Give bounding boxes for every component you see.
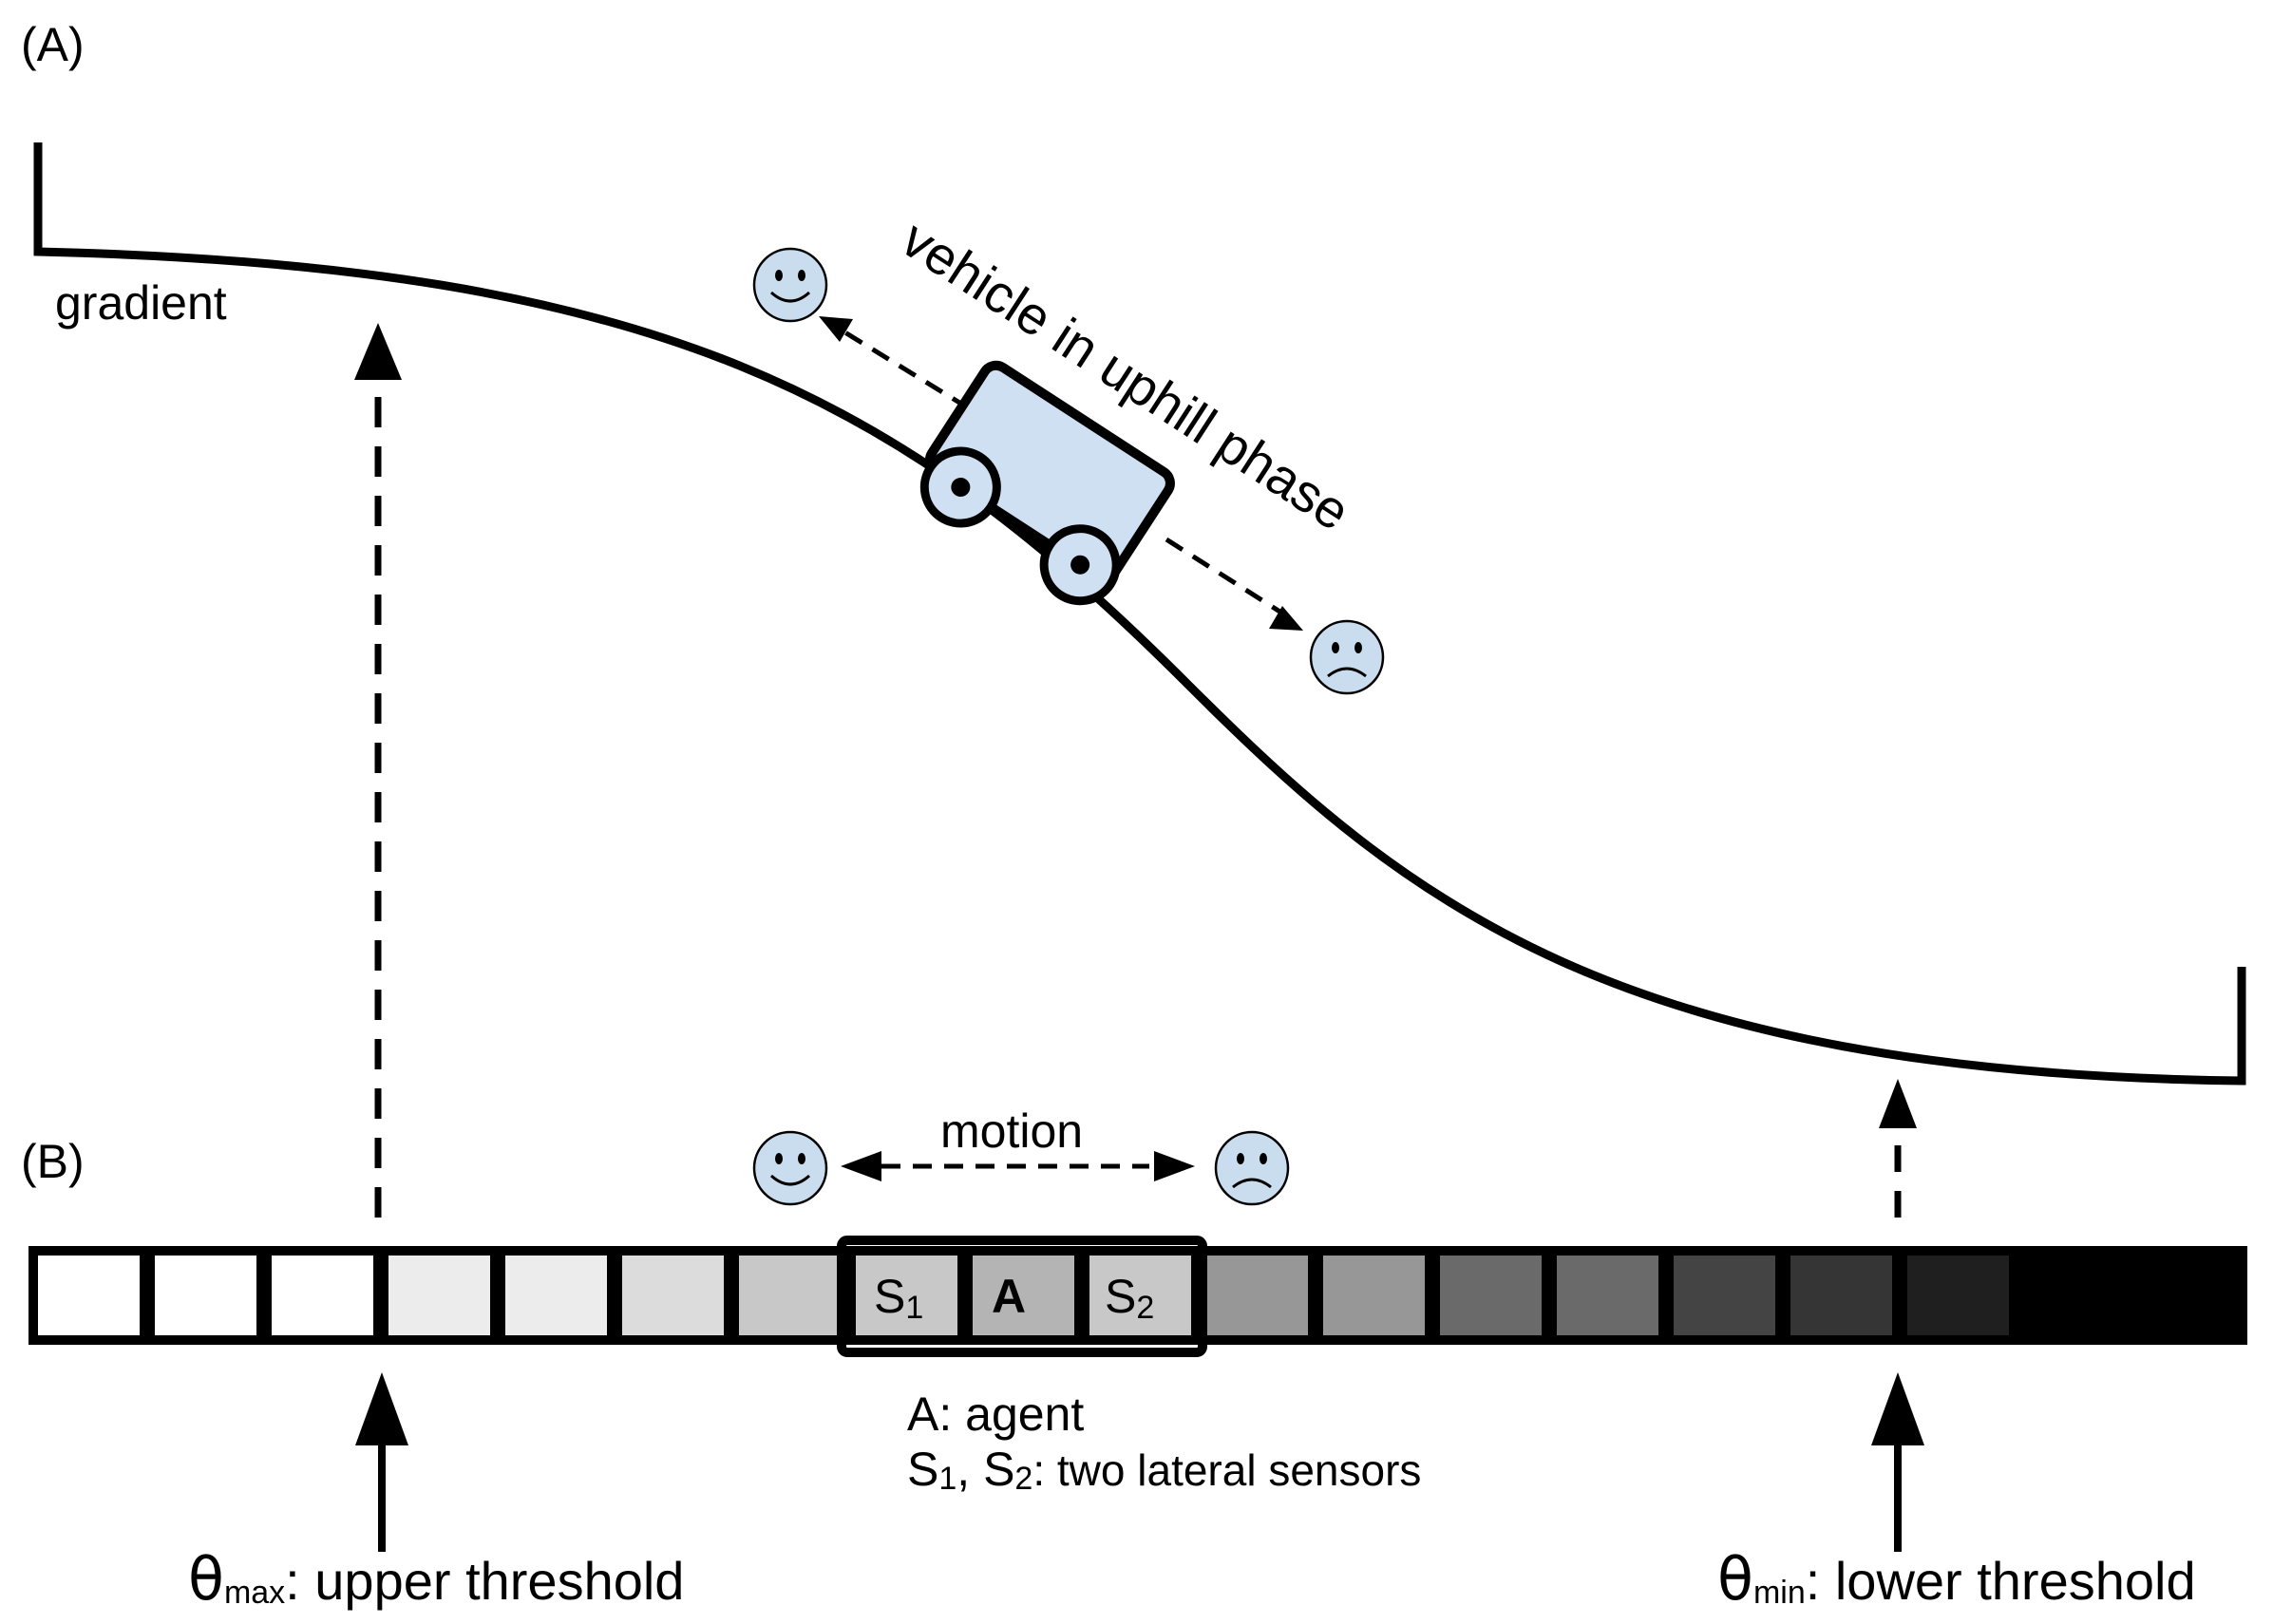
gradient-strip (28, 1236, 2247, 1357)
strip-cell (1674, 1256, 1775, 1335)
strip-cell (38, 1256, 140, 1335)
strip-cell (1907, 1256, 2009, 1335)
agent-window (837, 1236, 1207, 1357)
strip-cell (2024, 1256, 2126, 1335)
strip-cell (973, 1256, 1074, 1335)
strip-cell (1323, 1256, 1425, 1335)
gradient-label: gradient (55, 276, 227, 330)
strip-cell (1089, 1256, 1191, 1335)
upper-threshold-label: θmax: upper threshold (188, 1544, 684, 1614)
panel-b-label: (B) (21, 1135, 85, 1188)
upper-threshold-arrowhead-bottom (355, 1372, 408, 1445)
panel-a-label: (A) (21, 18, 85, 71)
gradient-curve (33, 142, 2246, 1086)
strip-cell (388, 1256, 490, 1335)
vehicle-uphill-arrowhead (819, 316, 853, 342)
lower-threshold-arrowhead-bottom (1871, 1372, 1924, 1445)
motion-arrowhead-left (841, 1151, 881, 1181)
lower-threshold-label: θmin: lower threshold (1717, 1544, 2196, 1614)
strip-cell (622, 1256, 724, 1335)
vehicle-downhill-arrowhead (1269, 606, 1303, 631)
strip-cell (1440, 1256, 1542, 1335)
strip-cell (1790, 1256, 1892, 1335)
vehicle-downhill-arrow (1165, 537, 1294, 622)
sensor-s2-label: S2 (1105, 1270, 1154, 1326)
strip-cell (856, 1256, 957, 1335)
agent-cell-label: A (992, 1270, 1026, 1323)
legend-agent: A: agent (907, 1388, 1084, 1441)
vehicle-icon (919, 360, 1175, 606)
strip-cell (1206, 1256, 1308, 1335)
motion-arrowhead-right (1154, 1151, 1195, 1181)
strip-cell (1557, 1256, 1658, 1335)
sad-face-icon (1309, 619, 1385, 695)
sad-face-icon (1214, 1130, 1290, 1206)
lower-threshold-arrowhead-top (1879, 1079, 1917, 1128)
strip-cell (155, 1256, 256, 1335)
upper-threshold-arrowhead-top (354, 323, 402, 380)
sensor-s1-label: S1 (874, 1270, 923, 1326)
smiley-face-icon (752, 247, 828, 323)
strip-cell (272, 1256, 373, 1335)
smiley-face-icon (752, 1130, 828, 1206)
strip-cell (505, 1256, 607, 1335)
motion-label: motion (940, 1105, 1083, 1158)
vehicle-uphill-arrow (824, 318, 971, 411)
strip-cell (739, 1256, 841, 1335)
legend-sensors: S1, S2: two lateral sensors (907, 1443, 1421, 1497)
